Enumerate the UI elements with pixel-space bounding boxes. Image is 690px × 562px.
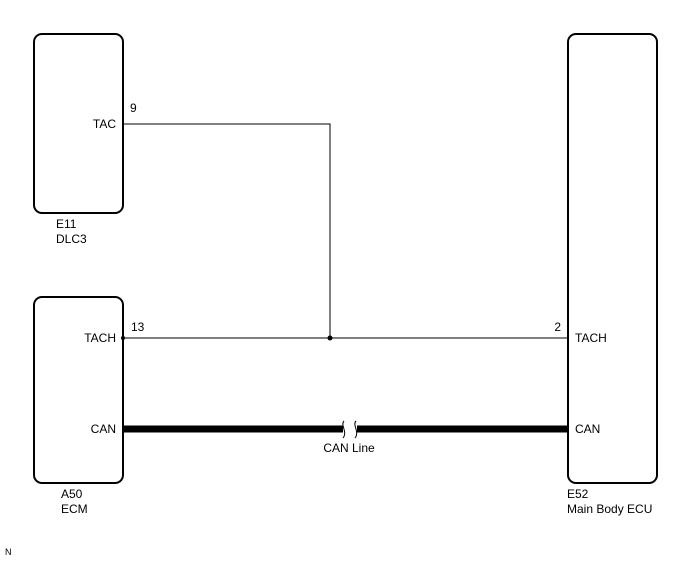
main-body-ecu-tach-pin-number: 2 (554, 320, 561, 334)
can-line-break-right (354, 420, 358, 439)
can-line-label: CAN Line (323, 441, 375, 455)
junction-dot (327, 335, 333, 341)
ecm-tach-terminal-dot (121, 336, 125, 340)
ecm-can-label: CAN (91, 422, 116, 436)
main-body-ecu-box (567, 33, 658, 484)
main-body-ecu-can-label: CAN (575, 422, 600, 436)
ecm-tach-pin-number: 13 (131, 320, 145, 334)
main-body-ecu-tach-label: TACH (575, 331, 607, 345)
dlc3-connector-code: E11 (56, 217, 77, 231)
ecm-connector-code: A50 (61, 487, 83, 501)
tac-wire (123, 123, 331, 338)
ecm-name: ECM (61, 502, 88, 516)
ecm-tach-label: TACH (84, 331, 116, 345)
main-body-ecu-name: Main Body ECU (567, 502, 652, 516)
footer-mark: N (5, 547, 12, 557)
ecm-box (33, 296, 124, 484)
main-body-ecu-connector-code: E52 (567, 487, 589, 501)
dlc3-pin-number: 9 (130, 101, 137, 115)
dlc3-tac-label: TAC (93, 117, 116, 131)
dlc3-name: DLC3 (56, 232, 87, 246)
can-line-break-left (342, 420, 346, 439)
